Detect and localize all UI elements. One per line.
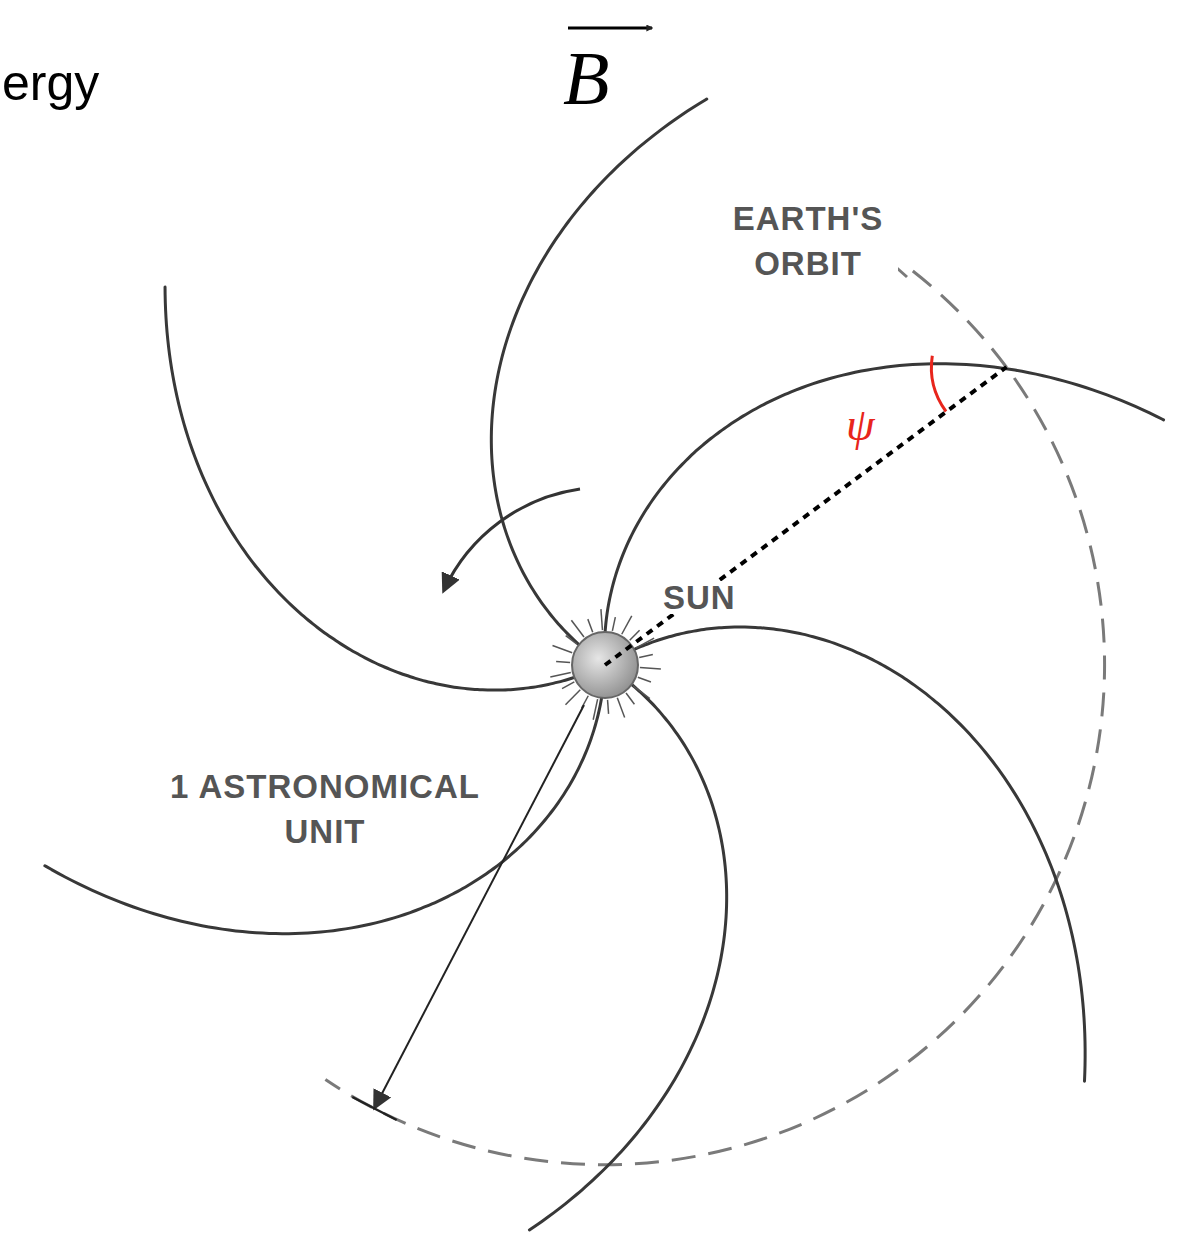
field-line [631,627,1085,1081]
sun-earth-line [605,367,1007,665]
sun-ray [588,619,593,632]
sun-ray [608,700,609,714]
distance-tick [352,1097,396,1120]
sun-ray [565,690,580,705]
vector-symbol: B [563,40,609,116]
sun-ray [612,617,615,631]
sun-ray [562,682,574,689]
axis-fragment-text: ergy [2,58,99,108]
sun-ray [571,620,584,637]
sun-ray [639,655,653,658]
sun-ray [601,609,603,630]
angle-arc [931,356,946,412]
vector-arrow [568,27,652,30]
sun-ray [550,672,571,676]
sun-ray [626,693,634,704]
sun-ray [633,686,650,699]
sun-label: SUN [660,581,739,614]
sun-ray [566,636,577,644]
sun-ray [593,699,597,720]
field-line [165,287,577,690]
sun-ray [638,677,651,682]
distance-label: 1 ASTRONOMICAL UNIT [155,765,495,854]
sun-ray [617,698,624,718]
field-line [605,364,1164,635]
sun-ray [552,646,572,653]
sun-ray [640,667,661,668]
sun-ray [622,616,632,634]
angle-symbol: ψ [846,402,875,448]
field-lines [45,99,1164,1230]
field-line [45,695,602,934]
rotation-arrow [444,489,580,590]
field-line [529,683,726,1230]
sun-ray [556,661,570,663]
orbit-label: EARTH'S ORBIT [718,197,898,286]
earth-orbit [325,271,1104,1165]
field-line [491,99,706,647]
